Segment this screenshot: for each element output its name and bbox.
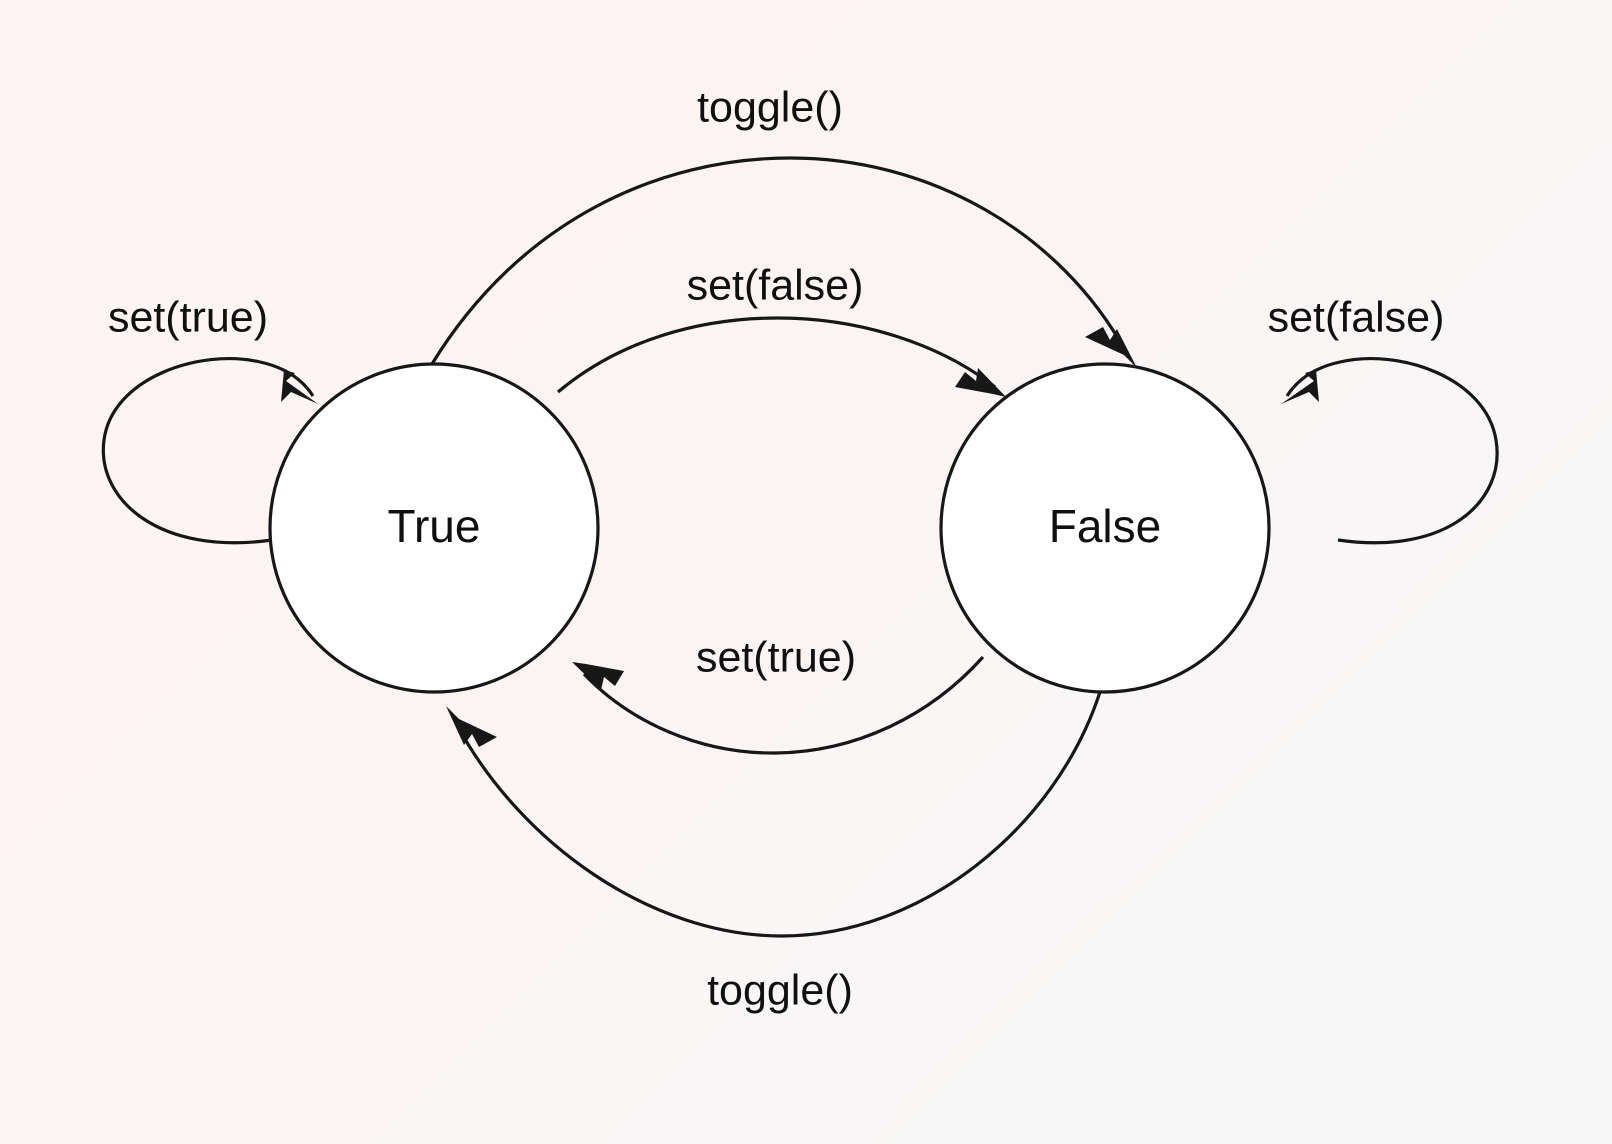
edge-path-false-self	[1285, 357, 1499, 545]
state-label-false: False	[1049, 500, 1161, 552]
edge-path-false-to-true-settrue	[582, 655, 985, 755]
state-circle-false	[939, 362, 1271, 694]
state-node-false[interactable]: False	[939, 362, 1271, 694]
arrow-head-false-self	[1281, 370, 1319, 404]
state-label-true: True	[388, 500, 481, 552]
edge-label-true-self: set(true)	[108, 293, 268, 341]
transition-true-to-false-setfalse[interactable]	[556, 316, 1006, 397]
transition-true-self[interactable]	[101, 357, 318, 545]
edge-path-true-to-false-setfalse	[556, 316, 996, 394]
edge-label-false-to-true-toggle: toggle()	[707, 966, 853, 1014]
edge-label-false-to-true-settrue: set(true)	[696, 633, 856, 681]
edge-label-true-to-false-toggle: toggle()	[697, 83, 843, 131]
arrow-head-false-to-true-settrue	[572, 662, 624, 690]
transition-true-to-false-toggle[interactable]	[430, 156, 1137, 368]
transition-false-self[interactable]	[1281, 357, 1499, 545]
edge-path-true-self	[101, 357, 315, 545]
arrow-head-true-self	[281, 370, 318, 404]
arrow-head-true-to-false-setfalse	[955, 368, 1006, 397]
transition-false-to-true-settrue[interactable]	[572, 655, 985, 755]
state-node-true[interactable]: True	[268, 362, 600, 694]
transition-false-to-true-toggle[interactable]	[446, 691, 1102, 938]
arrow-head-false-to-true-toggle	[446, 706, 497, 747]
state-circle-true	[268, 362, 600, 694]
edge-path-true-to-false-toggle	[430, 156, 1128, 365]
edge-path-false-to-true-toggle	[455, 691, 1102, 938]
edge-label-false-self: set(false)	[1268, 293, 1445, 341]
edge-label-true-to-false-setfalse: set(false)	[687, 261, 864, 309]
arrow-head-true-to-false-toggle	[1085, 327, 1137, 368]
